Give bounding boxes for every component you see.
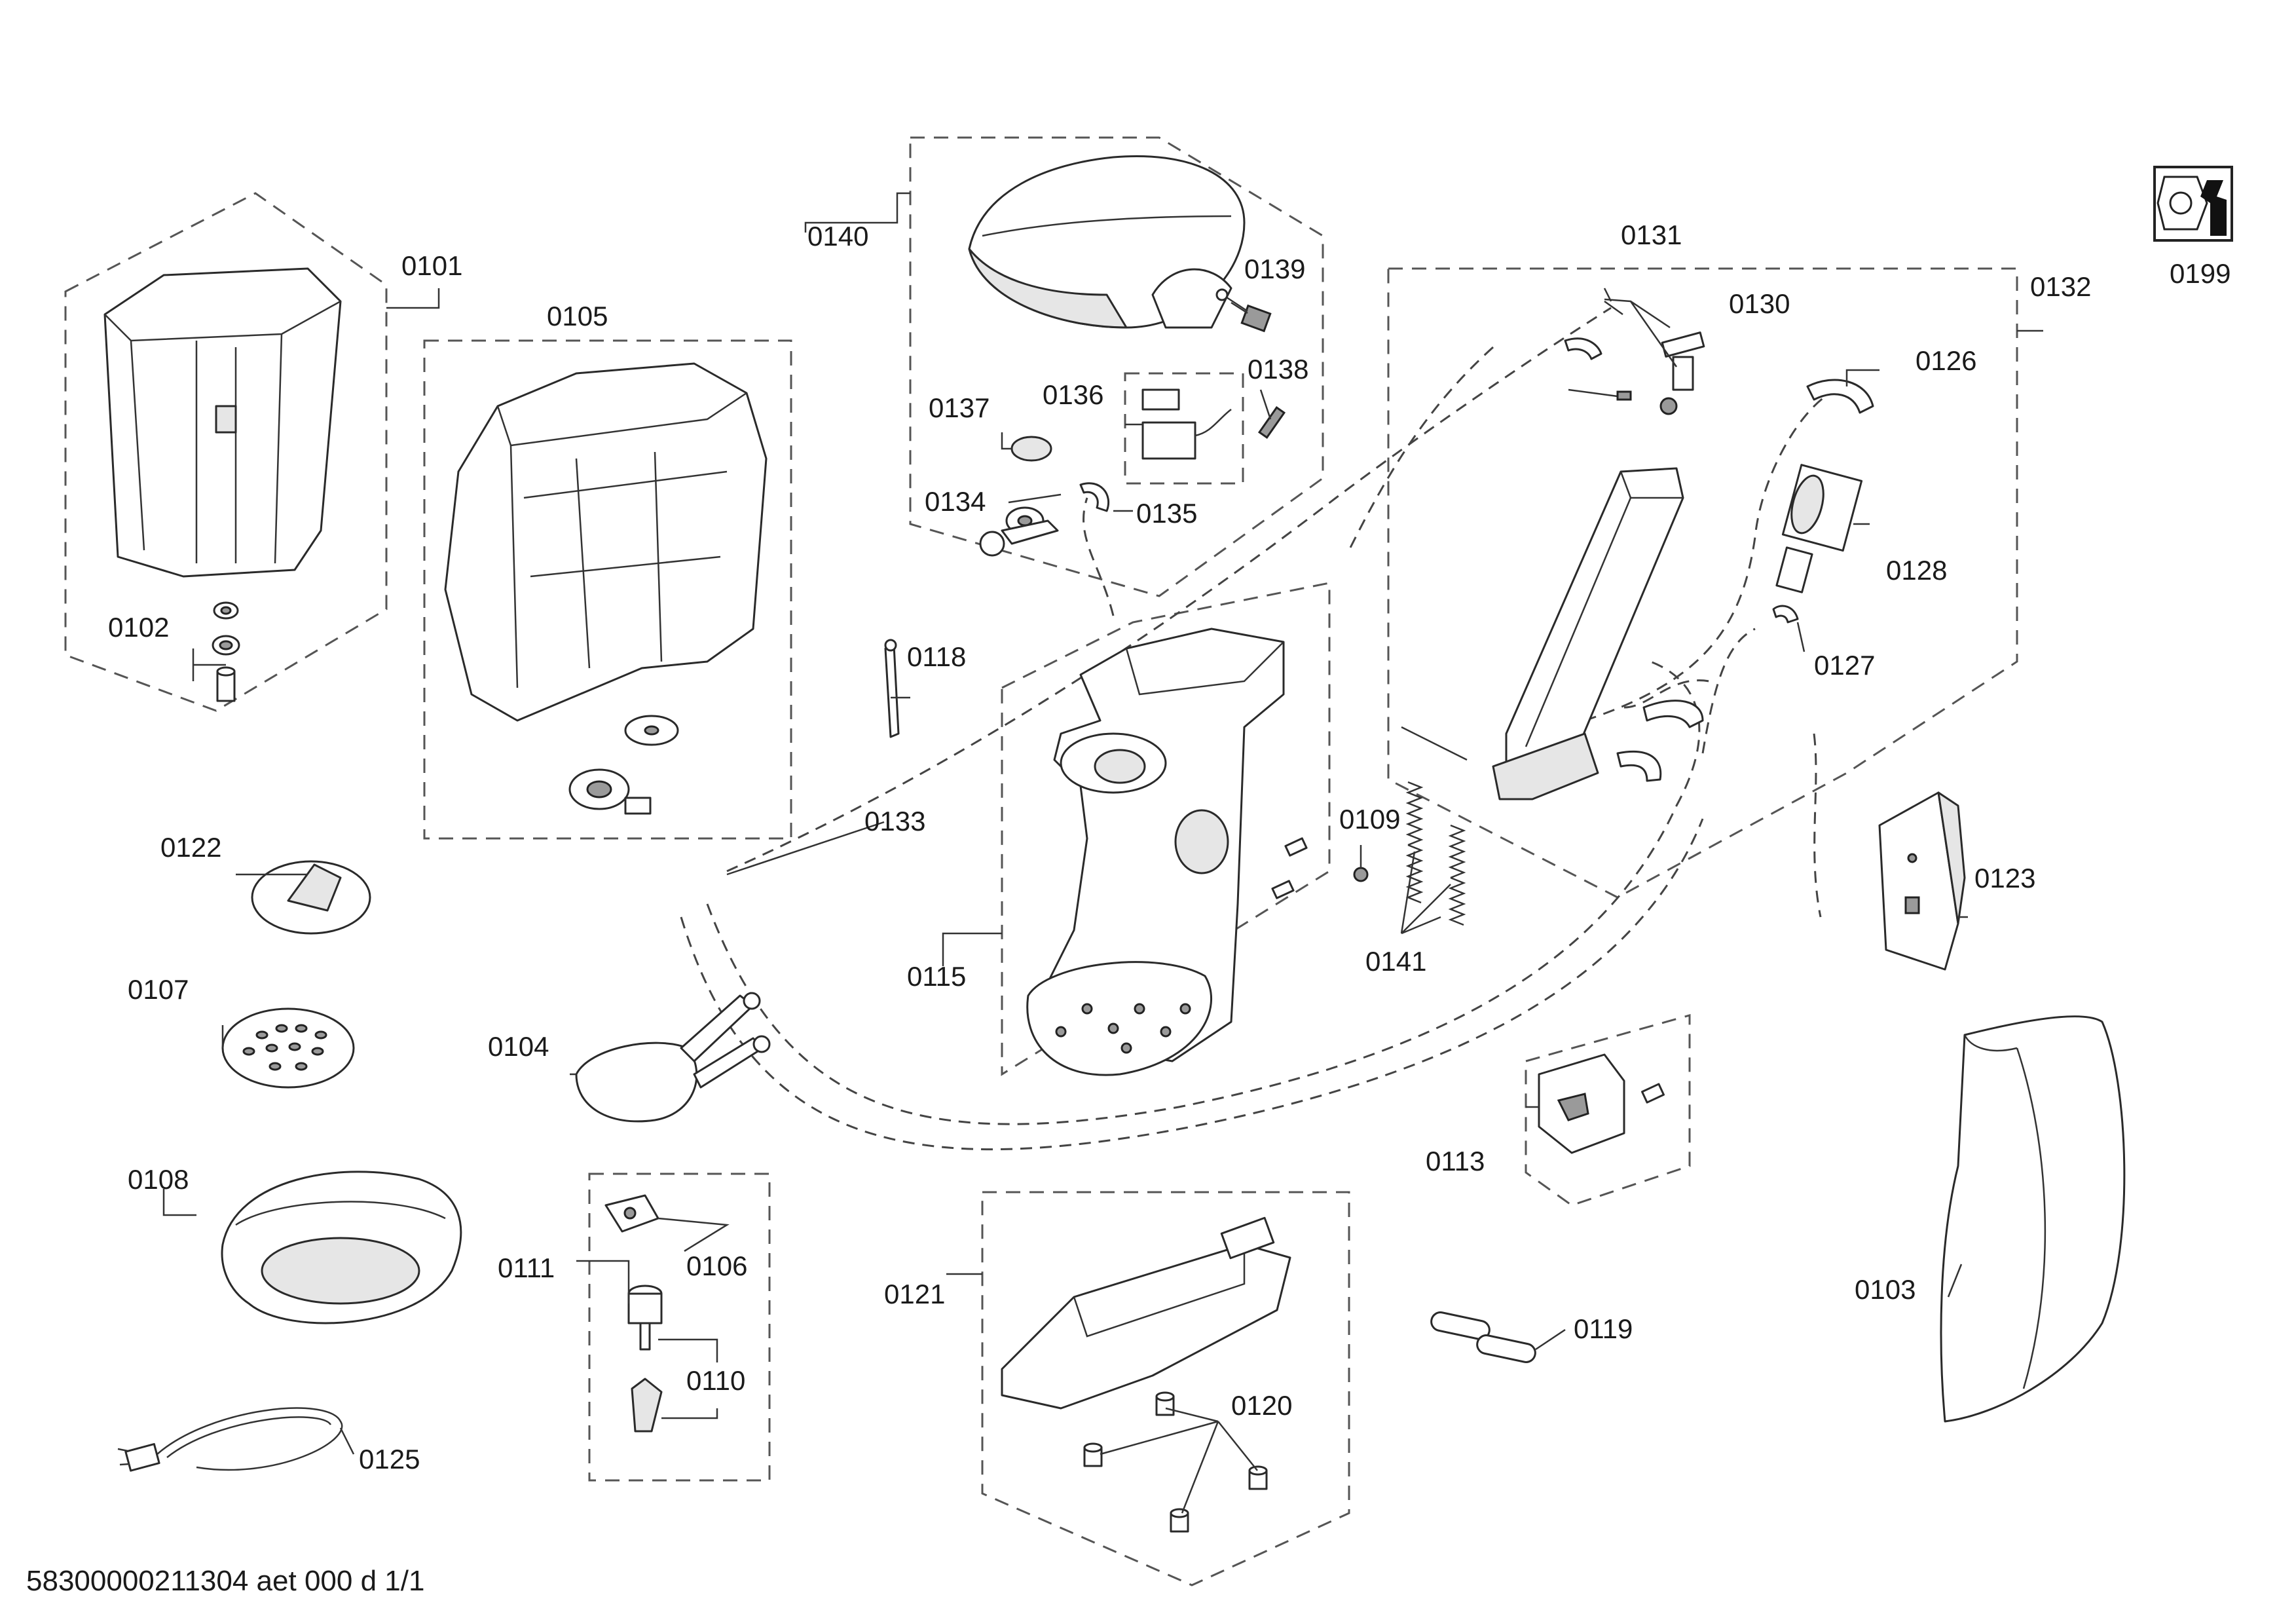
part-0103-side-cover — [1940, 1015, 2126, 1423]
part-0110-piercer — [627, 1285, 663, 1433]
part-0119-rollers — [1430, 1311, 1536, 1363]
label-0127: 0127 — [1814, 650, 1875, 681]
label-0122: 0122 — [160, 832, 221, 863]
part-0106-nozzle — [604, 1194, 659, 1233]
label-0110: 0110 — [686, 1365, 745, 1396]
part-0139-switch — [1215, 288, 1272, 333]
hose-0133 — [680, 307, 1847, 1151]
part-0126-hose — [1806, 379, 1874, 414]
label-0135: 0135 — [1136, 498, 1197, 529]
group-0140-boundary — [909, 136, 1324, 597]
label-0115: 0115 — [907, 961, 966, 992]
label-0120: 0120 — [1231, 1390, 1292, 1421]
leader-lines — [162, 192, 2043, 1514]
label-0118: 0118 — [907, 641, 966, 672]
part-0122-valve-cap — [251, 860, 371, 935]
part-0120-feet — [1083, 1391, 1268, 1533]
label-0111: 0111 — [498, 1252, 555, 1283]
part-0113-button — [1538, 1053, 1665, 1154]
part-0109-screw — [1271, 837, 1369, 899]
part-heater-block — [1401, 467, 1704, 800]
label-0137: 0137 — [929, 392, 990, 423]
part-0137-disc — [1010, 436, 1052, 462]
group-0101-boundary — [64, 192, 388, 712]
label-0138: 0138 — [1248, 354, 1308, 385]
group-0115-boundary — [1001, 582, 1331, 1076]
label-0108: 0108 — [128, 1164, 189, 1195]
part-0130-valves — [1564, 300, 1705, 415]
label-0123: 0123 — [1974, 863, 2035, 893]
label-0136: 0136 — [1043, 379, 1103, 410]
part-0140-top-cover — [968, 155, 1246, 329]
part-0138-strip — [1257, 406, 1286, 439]
label-0134: 0134 — [925, 486, 986, 517]
label-0102: 0102 — [108, 612, 169, 643]
part-0102-valve-set — [212, 601, 240, 702]
label-0106: 0106 — [686, 1250, 747, 1281]
label-0109: 0109 — [1339, 804, 1400, 835]
label-0107: 0107 — [128, 974, 189, 1005]
label-0101: 0101 — [401, 250, 462, 281]
part-0128-pump — [1775, 464, 1863, 593]
part-0107-drip-grid — [221, 1007, 355, 1089]
part-0125-power-cord — [117, 1407, 343, 1472]
group-0136-boundary — [1124, 372, 1244, 485]
label-0119: 0119 — [1574, 1313, 1633, 1344]
label-0105: 0105 — [547, 301, 608, 331]
label-0103: 0103 — [1855, 1274, 1916, 1305]
part-0115-frame — [1026, 628, 1285, 1076]
label-0128: 0128 — [1886, 555, 1947, 586]
label-0141: 0141 — [1365, 946, 1426, 977]
label-0131: 0131 — [1621, 219, 1682, 250]
part-0134-connector — [979, 506, 1059, 557]
label-0113: 0113 — [1426, 1146, 1485, 1176]
group-0121-boundary — [981, 1191, 1350, 1586]
label-0125: 0125 — [359, 1444, 420, 1474]
part-0136-module — [1141, 388, 1232, 460]
group-0111-boundary — [588, 1173, 771, 1482]
group-boundaries — [64, 136, 2018, 1586]
label-0140: 0140 — [807, 221, 868, 252]
label-0132: 0132 — [2030, 271, 2091, 302]
label-0133: 0133 — [864, 806, 925, 836]
label-0126: 0126 — [1916, 345, 1976, 376]
label-0139: 0139 — [1244, 253, 1305, 284]
document-reference-code: 58300000211304 aet 000 d 1/1 — [26, 1565, 424, 1597]
part-0127-hose — [1772, 605, 1799, 624]
label-0121: 0121 — [884, 1279, 945, 1309]
label-0104: 0104 — [488, 1031, 549, 1062]
label-0199: 0199 — [2170, 258, 2231, 289]
part-0101-water-tank — [103, 267, 342, 578]
part-0121-base-plate — [1001, 1216, 1291, 1410]
group-0105-boundary — [423, 339, 792, 840]
part-0108-drip-tray — [221, 1171, 462, 1324]
part-labels: 0101 0102 0105 0140 0139 0138 0136 0137 … — [108, 219, 2231, 1474]
part-0123-circuit-board — [1878, 791, 1966, 971]
part-0135-tube — [1079, 482, 1110, 512]
part-0118-clip — [884, 639, 900, 738]
part-0105-housing — [444, 362, 768, 815]
part-0104-holder — [575, 992, 771, 1123]
group-0113-boundary — [1525, 1014, 1691, 1207]
label-0130: 0130 — [1729, 288, 1790, 319]
wrench-nut-icon — [2153, 166, 2233, 242]
part-0141-springs — [1405, 781, 1466, 926]
